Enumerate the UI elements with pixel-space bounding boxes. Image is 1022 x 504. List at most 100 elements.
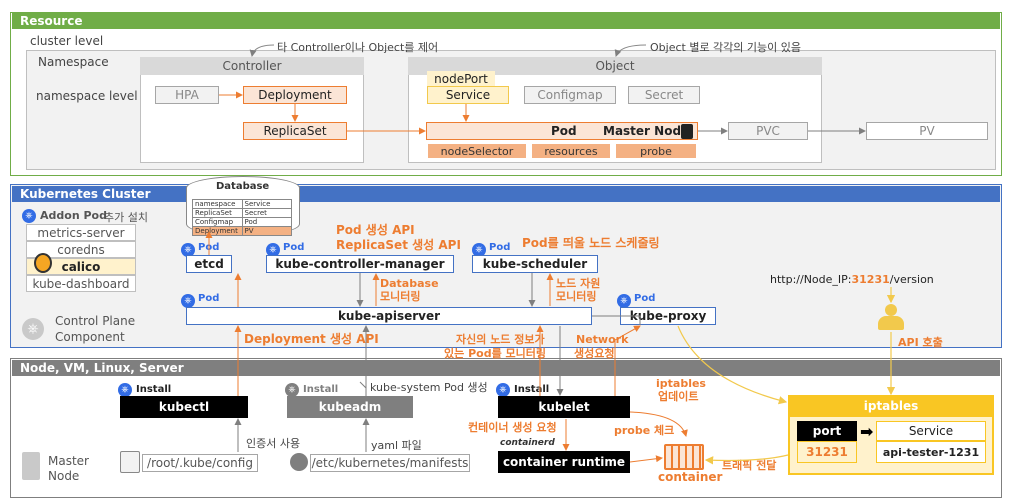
api-url: http://Node_IP:31231/version [770,273,934,286]
user-icon [876,304,906,330]
scheduler-box: kube-scheduler [472,255,598,273]
containerd-logo: containerd [500,438,555,448]
db-monitor-label-1: Database [380,277,439,290]
apiserver-pod-tag: Pod [198,293,220,304]
deploy-api-label: Deployment 생성 API [244,332,379,346]
service-header: Service [876,421,986,441]
manifest-icon [290,453,308,471]
node-info-label-1: 자신의 노드 정보가 [456,333,545,346]
hpa-box: HPA [155,86,219,104]
object-note: Object 별로 각각의 기능이 있음 [650,41,802,54]
api-call-label: API 호출 [898,336,943,349]
controller-manager-pod-tag: Pod [283,242,305,253]
database-cell: PV [241,227,292,235]
addon-metrics-server: metrics-server [26,224,136,241]
addon-install-label: 추가 설치 [104,211,148,224]
controller-header: Controller [140,57,364,75]
pv-box: PV [866,122,988,140]
api-url-suffix: /version [889,273,934,286]
container-label: container [658,470,723,484]
server-icon [681,124,693,139]
kubelet-install-icon: ⎈ [496,383,510,397]
iptables-update-label-2: 업데이트 [658,390,699,403]
resources-box: resources [532,144,610,158]
controller-manager-pod-icon: ⎈ [266,243,280,257]
database-cell: Deployment [195,227,238,235]
kubectl-box: kubectl [120,396,248,418]
control-plane-label-1: Control Plane [55,314,136,328]
proxy-pod-icon: ⎈ [617,294,631,308]
port-value: 31231 [797,441,857,463]
cert-use-label: 인증서 사용 [246,437,301,450]
database-row: Configmap Pod [193,218,291,227]
kubectl-install-label: Install [136,384,172,395]
kubelet-install-label: Install [514,384,550,395]
addon-pod-icon: ⎈ [22,209,36,223]
replicaset-box: ReplicaSet [243,122,347,140]
service-box: Service [427,86,509,104]
probe-box: probe [616,144,696,158]
container-create-label: 컨테이너 생성 요청 [468,421,557,434]
pod-label: Pod [551,124,577,138]
addon-kube-dashboard: kube-dashboard [26,275,136,292]
proxy-box: kube-proxy [620,307,716,325]
nodeport-label: nodePort [427,71,495,86]
api-url-port: 31231 [851,273,890,286]
database-cell: Secret [241,209,292,217]
container-icon [664,444,704,470]
kubeadm-install-label: Install [303,384,339,395]
object-header: Object [408,57,822,75]
configmap-box: Configmap [524,86,616,104]
controller-note: 타 Controller이나 Object를 제어 [277,41,439,54]
pod-box: Pod Master Node [426,122,698,140]
node-title: Node, VM, Linux, Server [12,360,1000,376]
resource-title: Resource [12,13,1000,29]
database-cell: Pod [241,218,292,226]
port-header: port [797,421,857,441]
kubeadm-install-icon: ⎈ [285,383,299,397]
proxy-pod-tag: Pod [634,293,656,304]
apiserver-pod-icon: ⎈ [181,294,195,308]
master-node-label-2: Node [48,469,80,483]
master-server-icon [22,452,40,480]
scheduler-pod-icon: ⎈ [472,243,486,257]
node-info-label-2: 있는 Pod를 모니터링 [444,347,546,360]
iptables-update-label-1: iptables [656,377,706,390]
pod-scheduling-label: Pod를 띄울 노드 스케줄링 [522,236,660,250]
container-runtime-box: container runtime [498,451,630,473]
database-cell: namespace [195,200,236,208]
probe-check-label: probe 체크 [614,424,675,437]
kubelet-box: kubelet [498,396,630,418]
network-label-2: 생성요청 [574,347,615,360]
node-selector-box: nodeSelector [428,144,526,158]
service-value: api-tester-1231 [876,441,986,463]
iptables-header: iptables [788,395,994,417]
deployment-box: Deployment [243,86,347,104]
etcd-pod-icon: ⎈ [181,243,195,257]
cluster-level-label: cluster level [30,34,104,48]
cert-file-icon [120,451,140,473]
controller-manager-box: kube-controller-manager [266,255,454,273]
secret-box: Secret [628,86,700,104]
calico-icon [34,253,52,273]
etcd-box: etcd [186,255,232,273]
kube-config-path: /root/.kube/config [142,454,258,472]
database-cell: Configmap [195,218,234,226]
database-cell: Service [241,200,292,208]
api-url-prefix: http://Node_IP: [770,273,852,286]
kubectl-install-icon: ⎈ [118,383,132,397]
rs-create-api-label: ReplicaSet 생성 API [336,238,461,252]
containerd-label: containerd [500,438,555,448]
master-node-label-1: Master [48,454,89,468]
database-title: Database [216,181,270,192]
node-resource-label-2: 모니터링 [556,290,597,303]
control-plane-icon: ⎈ [22,318,44,340]
traffic-label: 트래픽 전달 [722,459,777,472]
control-plane-label-2: Component [55,330,125,344]
node-resource-label-1: 노드 자원 [556,277,601,290]
addon-calico: calico [26,258,136,275]
database-cell: ReplicaSet [195,209,232,217]
